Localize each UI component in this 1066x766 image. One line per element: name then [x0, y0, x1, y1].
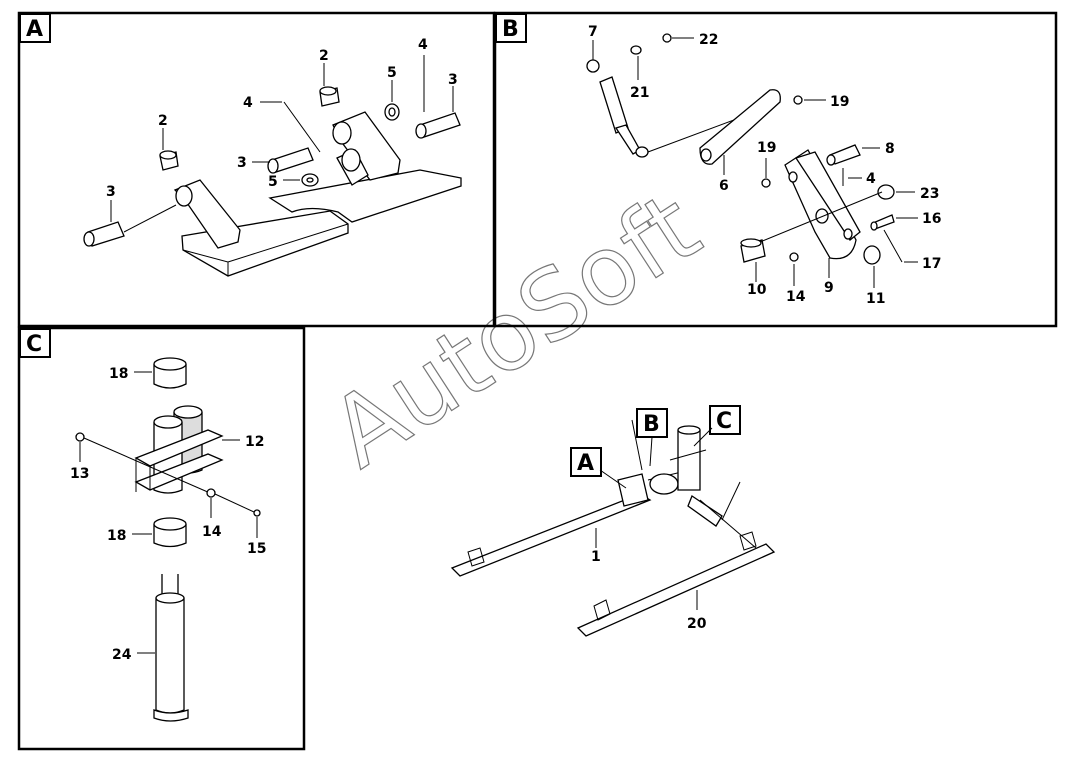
- panel-c: C 18 12 13 14: [17, 326, 306, 751]
- label-b-4: 4: [866, 171, 876, 187]
- label-c-14: 14: [202, 524, 222, 540]
- label-b-9: 9: [824, 280, 834, 296]
- base-plate-right: [268, 169, 462, 223]
- bolt-13: [75, 432, 85, 442]
- washer-23: [877, 184, 895, 200]
- callout-a-box: [570, 447, 602, 477]
- rail-1: [450, 493, 652, 577]
- nut-15: [253, 509, 261, 517]
- pivot-plate: [784, 149, 857, 260]
- callout-b-box: [636, 408, 668, 438]
- label-c-13: 13: [70, 466, 89, 482]
- label-b-16: 16: [922, 211, 941, 227]
- label-b-14: 14: [786, 289, 806, 305]
- label-a-2-right: 2: [319, 48, 329, 64]
- label-a-5-middle: 5: [268, 174, 278, 190]
- gas-strut-body: [599, 76, 629, 134]
- washer-14: [789, 252, 799, 262]
- label-c-18-top: 18: [109, 366, 128, 382]
- roller-11: [863, 245, 881, 265]
- label-b-6: 6: [719, 178, 729, 194]
- label-a-5-right: 5: [387, 65, 397, 81]
- label-a-4-left: 4: [243, 95, 253, 111]
- overview-assembly: A B C 1 20: [450, 405, 776, 637]
- panel-a-frame: [17, 11, 496, 328]
- panel-c-tag-box: [19, 328, 51, 358]
- panel-b: B 7 22: [493, 11, 1058, 328]
- pin-17: [883, 229, 903, 263]
- label-b-19-top: 19: [830, 94, 849, 110]
- label-b-11: 11: [866, 291, 885, 307]
- mount-plate-bottom: [134, 453, 224, 491]
- label-a-3-right: 3: [448, 72, 458, 88]
- washer-14-c: [206, 488, 216, 498]
- column-assembly: [677, 430, 701, 491]
- panel-b-tag: B: [502, 17, 519, 42]
- rail-20: [576, 543, 776, 637]
- panel-c-tag: C: [26, 332, 42, 357]
- label-c-24: 24: [112, 647, 132, 663]
- nut-22: [662, 33, 672, 43]
- panel-b-tag-box: [495, 13, 527, 43]
- label-b-17: 17: [922, 256, 941, 272]
- callout-c-box: [709, 405, 741, 435]
- label-a-3-left: 3: [106, 184, 116, 200]
- panel-c-frame: [17, 326, 306, 751]
- label-c-15: 15: [247, 541, 266, 557]
- label-b-23: 23: [920, 186, 939, 202]
- label-a-2-left: 2: [158, 113, 168, 129]
- mount-plate-top: [134, 429, 224, 467]
- label-b-22: 22: [699, 32, 718, 48]
- washer-21: [630, 45, 642, 55]
- clip-4-left: [283, 101, 321, 153]
- label-b-7: 7: [588, 24, 598, 40]
- panel-a-tag: A: [26, 17, 43, 42]
- callout-b: B: [643, 412, 660, 437]
- panel-a: A 2 2 3: [17, 11, 496, 328]
- watermark: AutoSoft: [312, 171, 719, 489]
- label-b-10: 10: [747, 282, 767, 298]
- label-overview-20: 20: [687, 616, 707, 632]
- label-a-3-middle: 3: [237, 155, 247, 171]
- label-b-19-left: 19: [757, 140, 776, 156]
- panel-a-tag-box: [19, 13, 51, 43]
- label-overview-1: 1: [591, 549, 601, 565]
- bushing-18-top: [153, 364, 187, 389]
- label-b-8: 8: [885, 141, 895, 157]
- post-24: [155, 598, 185, 714]
- washer-19-top: [793, 95, 803, 105]
- callout-a: A: [577, 451, 594, 476]
- washer-19-left: [761, 178, 771, 188]
- label-c-12: 12: [245, 434, 264, 450]
- label-b-21: 21: [630, 85, 649, 101]
- label-c-18-bottom: 18: [107, 528, 126, 544]
- label-a-4-right: 4: [418, 37, 428, 53]
- callout-c: C: [716, 409, 732, 434]
- panel-b-frame: [493, 11, 1058, 328]
